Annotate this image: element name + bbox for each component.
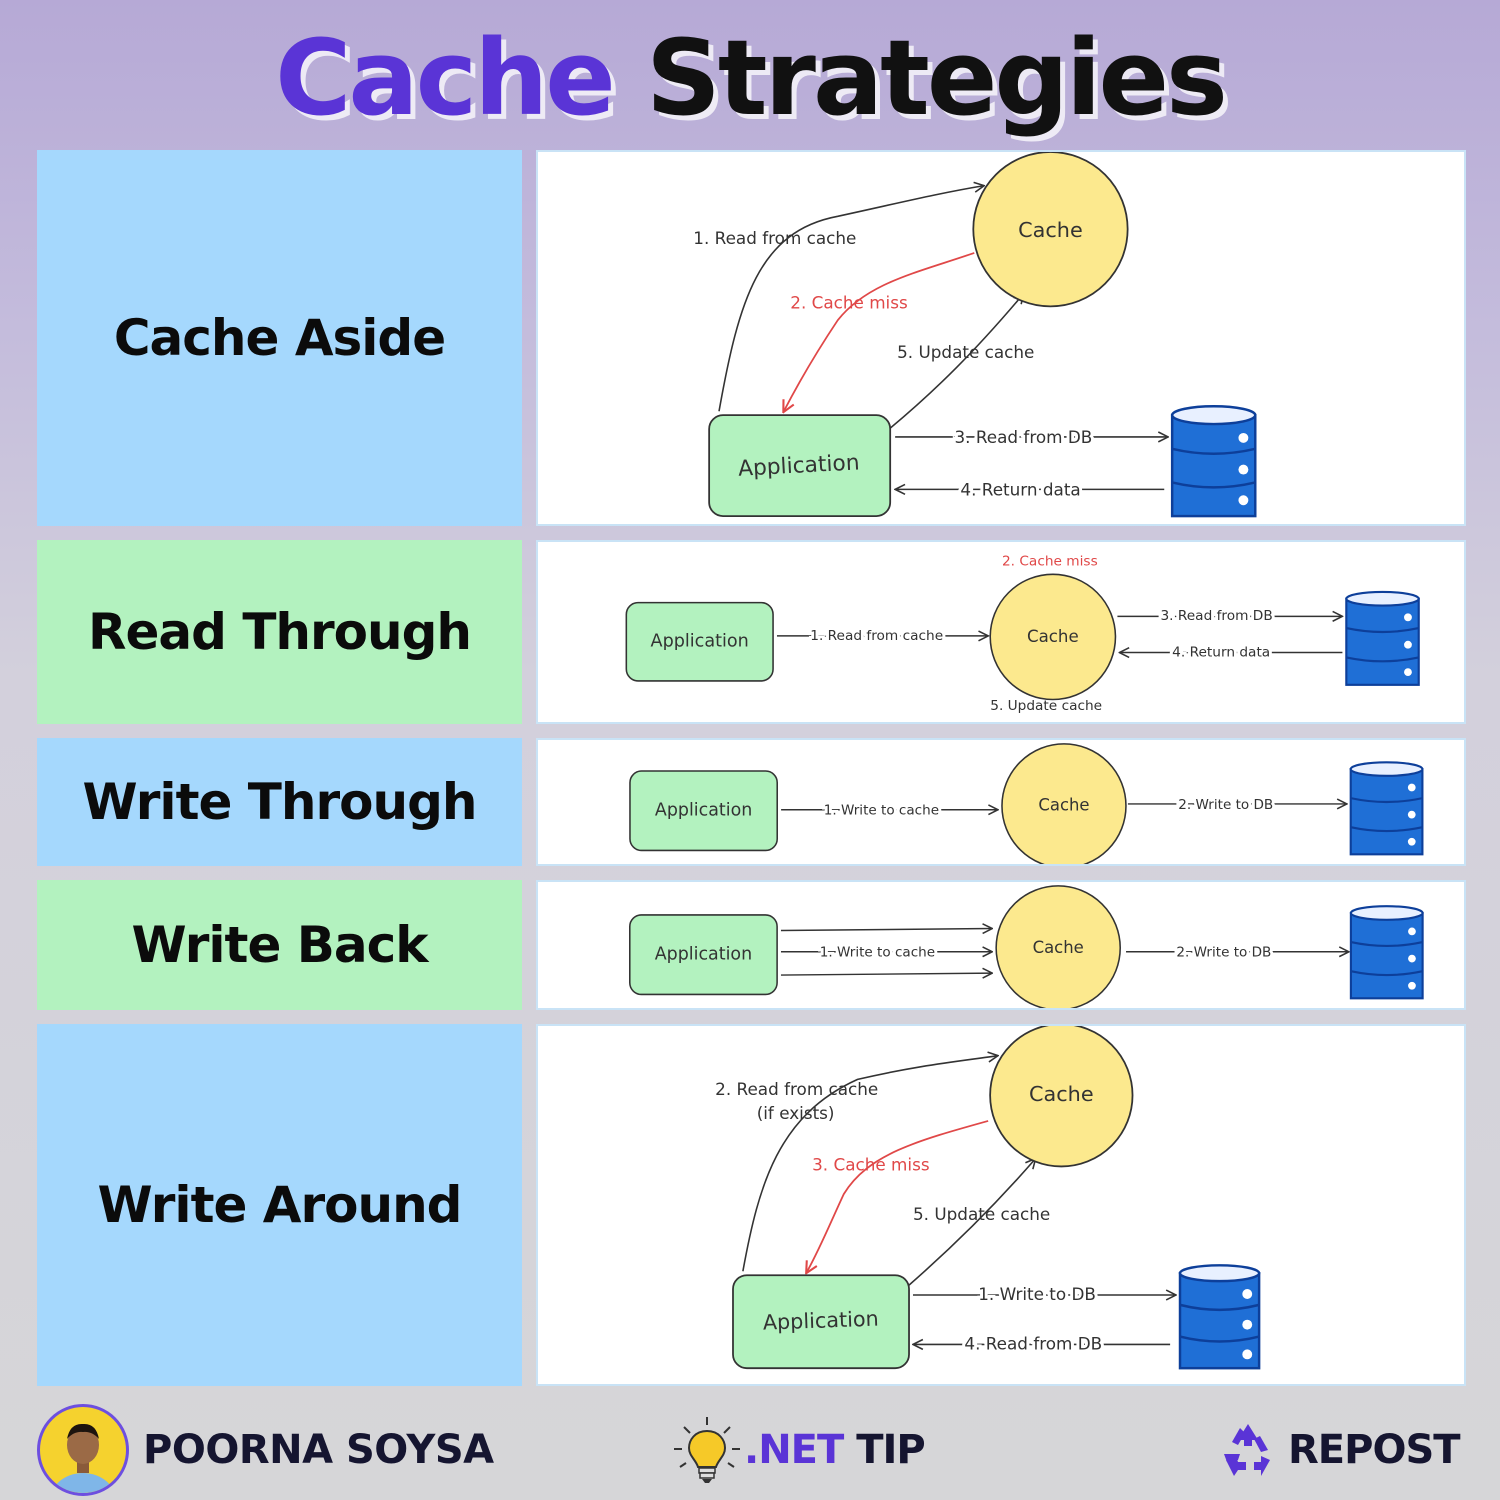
application-label: Application xyxy=(762,1307,879,1335)
step-label: 4. Read from DB xyxy=(964,1333,1102,1353)
step-label: 2. Cache miss xyxy=(1002,553,1098,569)
cache-node xyxy=(1001,743,1127,864)
step-label: 5. Update cache xyxy=(913,1204,1050,1224)
avatar xyxy=(37,1404,129,1496)
cache-node xyxy=(995,885,1121,1008)
database-icon xyxy=(1345,590,1420,686)
step-label: 1. Write to DB xyxy=(978,1284,1096,1304)
step-label: 3. Read from DB xyxy=(1160,608,1272,624)
cache-node xyxy=(989,1026,1134,1168)
arrow-update-cache xyxy=(908,1159,1036,1286)
row-label-read-through: Read Through xyxy=(37,540,522,724)
application-label: Application xyxy=(655,801,752,821)
repost-label: REPOST xyxy=(1288,1427,1461,1473)
recycle-icon xyxy=(1224,1424,1270,1476)
cache-label: Cache xyxy=(1018,218,1083,242)
cache-label: Cache xyxy=(1027,627,1079,646)
database-icon xyxy=(1349,905,1424,1000)
step-label: 2. Cache miss xyxy=(790,292,907,312)
page-title: Cache Strategies xyxy=(0,18,1500,138)
cache-label: Cache xyxy=(1033,938,1084,957)
application-node xyxy=(629,770,778,852)
arrow-read-from-cache xyxy=(718,186,984,412)
step-label: 1. Read from cache xyxy=(693,228,856,248)
step-label: 1. Write to cache xyxy=(824,803,939,819)
step-label: 5. Update cache xyxy=(897,342,1034,362)
arrow-read-from-cache xyxy=(742,1056,998,1272)
step-label: 4. Return data xyxy=(960,479,1080,499)
dotnet-tip-badge: .NET TIP xyxy=(672,1405,926,1495)
database-icon xyxy=(1170,405,1257,518)
arrow-write-to-cache xyxy=(780,973,992,975)
step-label: 5. Update cache xyxy=(990,698,1102,714)
title-word-cache: Cache xyxy=(275,17,616,139)
cache-label: Cache xyxy=(1038,796,1089,815)
arrow-cache-miss xyxy=(783,252,975,412)
step-label: 3. Read from DB xyxy=(955,427,1093,447)
arrow-write-to-cache xyxy=(780,929,992,931)
row-label-write-through: Write Through xyxy=(37,738,522,866)
cache-node xyxy=(989,573,1117,701)
row-label-write-back: Write Back xyxy=(37,880,522,1010)
arrow-update-cache xyxy=(888,293,1024,430)
diagram-write-around: Cache Application 2. Read from cache (if… xyxy=(536,1024,1466,1386)
step-label: (if exists) xyxy=(757,1103,835,1123)
application-label: Application xyxy=(651,632,749,652)
application-node xyxy=(732,1274,910,1370)
application-node xyxy=(625,601,774,682)
diagram-read-through: Application Cache 1. Read from cache 2. … xyxy=(536,540,1466,724)
database-icon xyxy=(1349,761,1424,856)
cache-label: Cache xyxy=(1029,1082,1094,1106)
step-label: 1. Read from cache xyxy=(810,628,943,644)
application-node xyxy=(708,414,892,517)
step-label: 2. Write to DB xyxy=(1178,797,1273,813)
arrow-cache-miss xyxy=(806,1120,989,1273)
application-node xyxy=(629,914,778,996)
dotnet-label: .NET xyxy=(744,1427,844,1473)
author-name: POORNA SOYSA xyxy=(143,1427,494,1473)
step-label: 2. Read from cache xyxy=(715,1079,878,1099)
step-label: 2. Write to DB xyxy=(1176,945,1271,961)
step-label: 1. Write to cache xyxy=(820,945,935,961)
application-label: Application xyxy=(655,945,752,965)
row-label-write-around: Write Around xyxy=(37,1024,522,1386)
step-label: 4. Return data xyxy=(1172,644,1270,660)
step-label: 3. Cache miss xyxy=(812,1154,929,1174)
diagram-write-back: Application Cache 1. Write to cache 2. W… xyxy=(536,880,1466,1010)
title-word-strategies: Strategies xyxy=(646,17,1228,139)
lightbulb-icon xyxy=(674,1417,740,1483)
cache-node xyxy=(972,152,1129,308)
diagram-cache-aside: Cache Application 1. Read from cache 2. … xyxy=(536,150,1466,526)
diagram-write-through: Application Cache 1. Write to cache 2. W… xyxy=(536,738,1466,866)
author-badge: POORNA SOYSA xyxy=(37,1404,494,1496)
repost-button[interactable]: REPOST xyxy=(1218,1405,1461,1495)
database-icon xyxy=(1178,1264,1261,1370)
row-label-cache-aside: Cache Aside xyxy=(37,150,522,526)
tip-label: TIP xyxy=(856,1427,925,1473)
